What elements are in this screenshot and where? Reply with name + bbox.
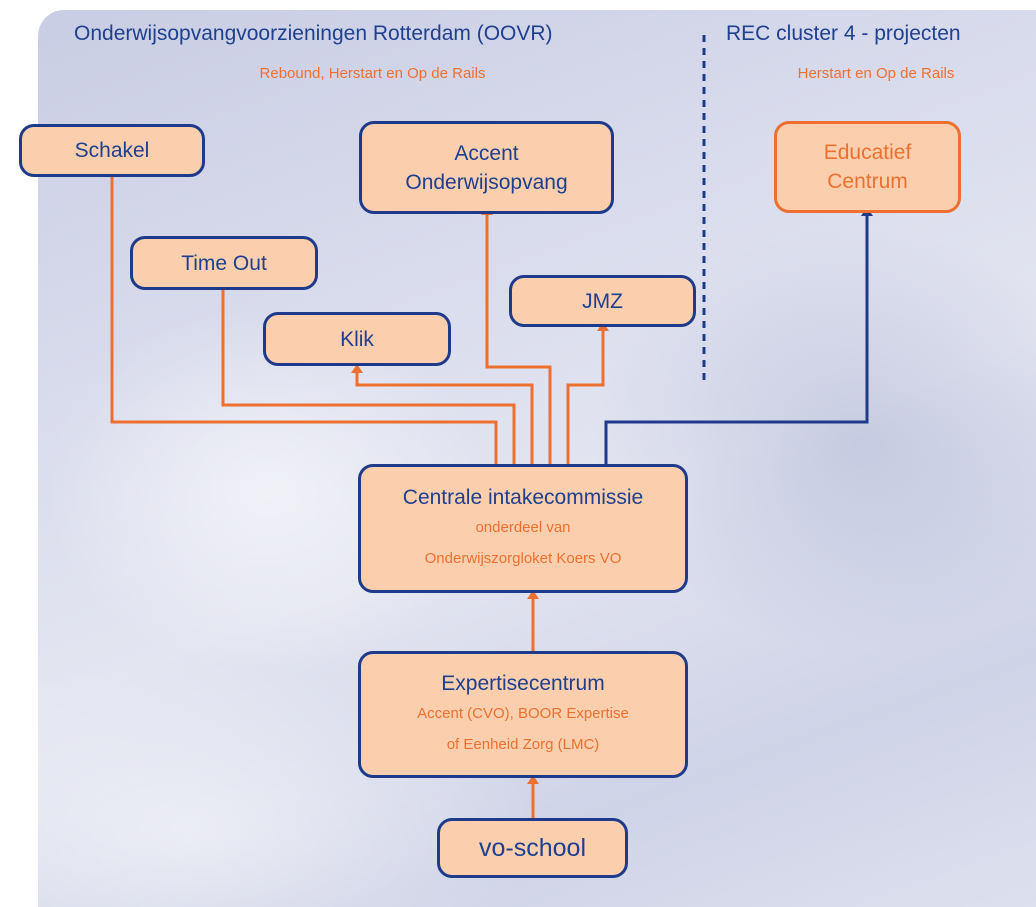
connector-to-time-out	[221, 285, 516, 465]
node-vo-school: vo-school	[437, 818, 628, 878]
connector-to-educatief	[604, 214, 869, 465]
node-educatief-centrum: Educatief Centrum	[774, 121, 961, 213]
node-schakel-label: Schakel	[74, 139, 150, 162]
centrale-sub1: onderdeel van	[475, 519, 571, 536]
arrowhead	[527, 775, 539, 784]
connector-to-schakel	[110, 170, 498, 465]
node-educatief-line2: Centrum	[827, 170, 908, 193]
arrowhead	[527, 590, 539, 599]
expertise-sub2: of Eenheid Zorg (LMC)	[446, 736, 600, 753]
node-jmz: JMZ	[509, 275, 696, 327]
rec-title: REC cluster 4 - projecten	[726, 22, 961, 45]
node-accent-line1: Accent	[454, 141, 519, 165]
connector-to-klik	[355, 371, 534, 465]
node-klik-label: Klik	[340, 327, 374, 351]
oovr-title: Onderwijsopvangvoorzieningen Rotterdam (…	[74, 22, 553, 45]
rec-subtitle: Herstart en Op de Rails	[797, 65, 955, 82]
node-vo-school-label: vo-school	[479, 833, 586, 862]
connector-to-accent	[485, 213, 552, 465]
oovr-subtitle: Rebound, Herstart en Op de Rails	[259, 65, 486, 82]
node-jmz-label: JMZ	[582, 289, 623, 313]
node-time-out: Time Out	[130, 236, 318, 290]
node-time-out-label: Time Out	[181, 251, 267, 275]
node-accent-onderwijsopvang: Accent Onderwijsopvang	[359, 121, 614, 214]
node-expertisecentrum: Expertisecentrum Accent (CVO), BOOR Expe…	[358, 651, 688, 778]
node-klik: Klik	[263, 312, 451, 366]
node-centrale-intakecommissie: Centrale intakecommissie onderdeel van O…	[358, 464, 688, 593]
centrale-sub2: Onderwijszorgloket Koers VO	[424, 550, 622, 567]
node-educatief-line1: Educatief	[823, 141, 912, 164]
centrale-title: Centrale intakecommissie	[402, 486, 644, 509]
expertise-sub1: Accent (CVO), BOOR Expertise	[417, 705, 629, 722]
expertise-title: Expertisecentrum	[441, 672, 605, 695]
connector-to-jmz	[566, 329, 605, 465]
node-accent-line2: Onderwijsopvang	[405, 170, 568, 194]
arrowhead	[351, 364, 363, 373]
node-schakel: Schakel	[19, 124, 205, 177]
